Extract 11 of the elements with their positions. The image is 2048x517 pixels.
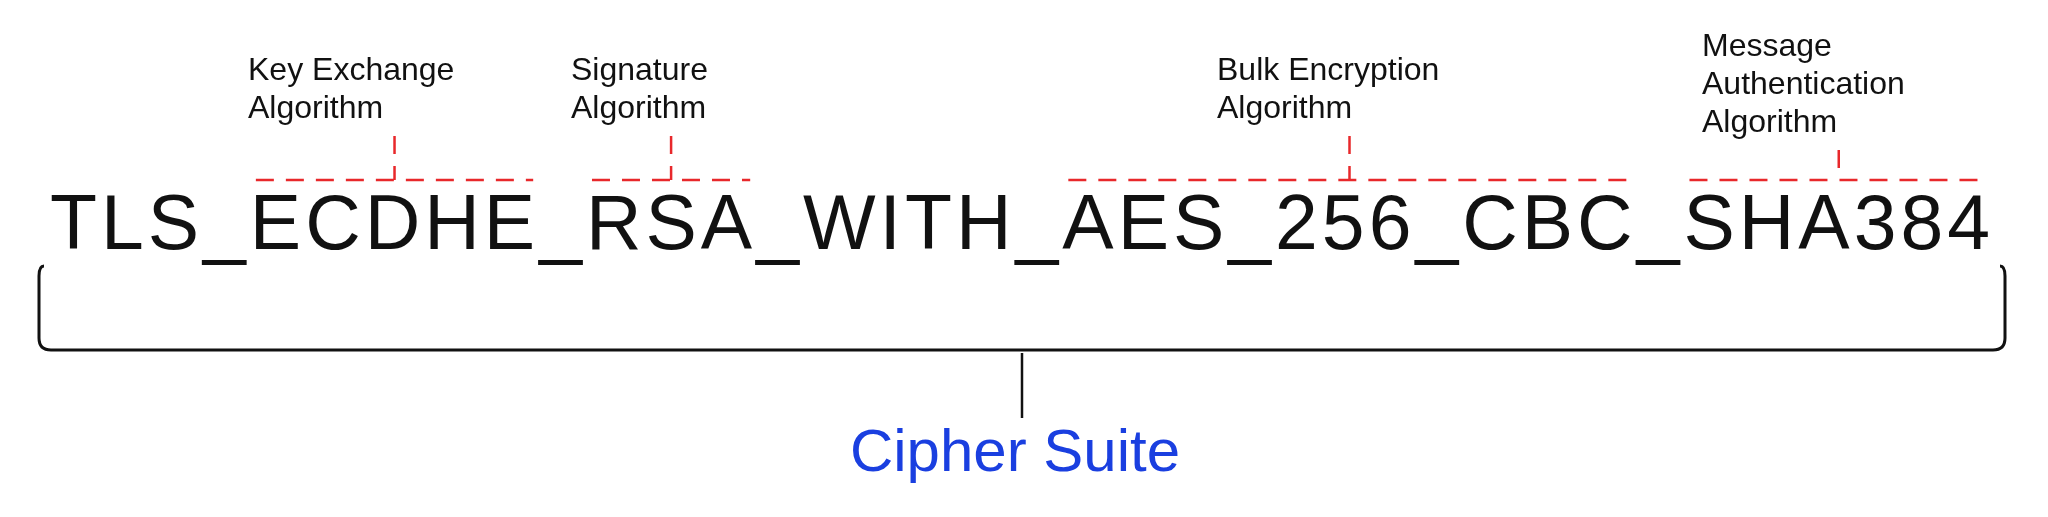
suite-part: RSA xyxy=(586,184,757,261)
part-label: Message Authentication Algorithm xyxy=(1702,26,2032,140)
suite-part: SHA384 xyxy=(1683,184,1995,261)
leader-line xyxy=(254,134,535,182)
part-label: Key Exchange Algorithm xyxy=(248,50,548,126)
connector-line xyxy=(1020,353,1024,418)
suite-part: ECDHE xyxy=(249,184,540,261)
caption-label: Cipher Suite xyxy=(849,418,1181,484)
part-label: Bulk Encryption Algorithm xyxy=(1217,50,1557,126)
part-label: Signature Algorithm xyxy=(571,50,831,126)
leader-line xyxy=(590,134,752,182)
